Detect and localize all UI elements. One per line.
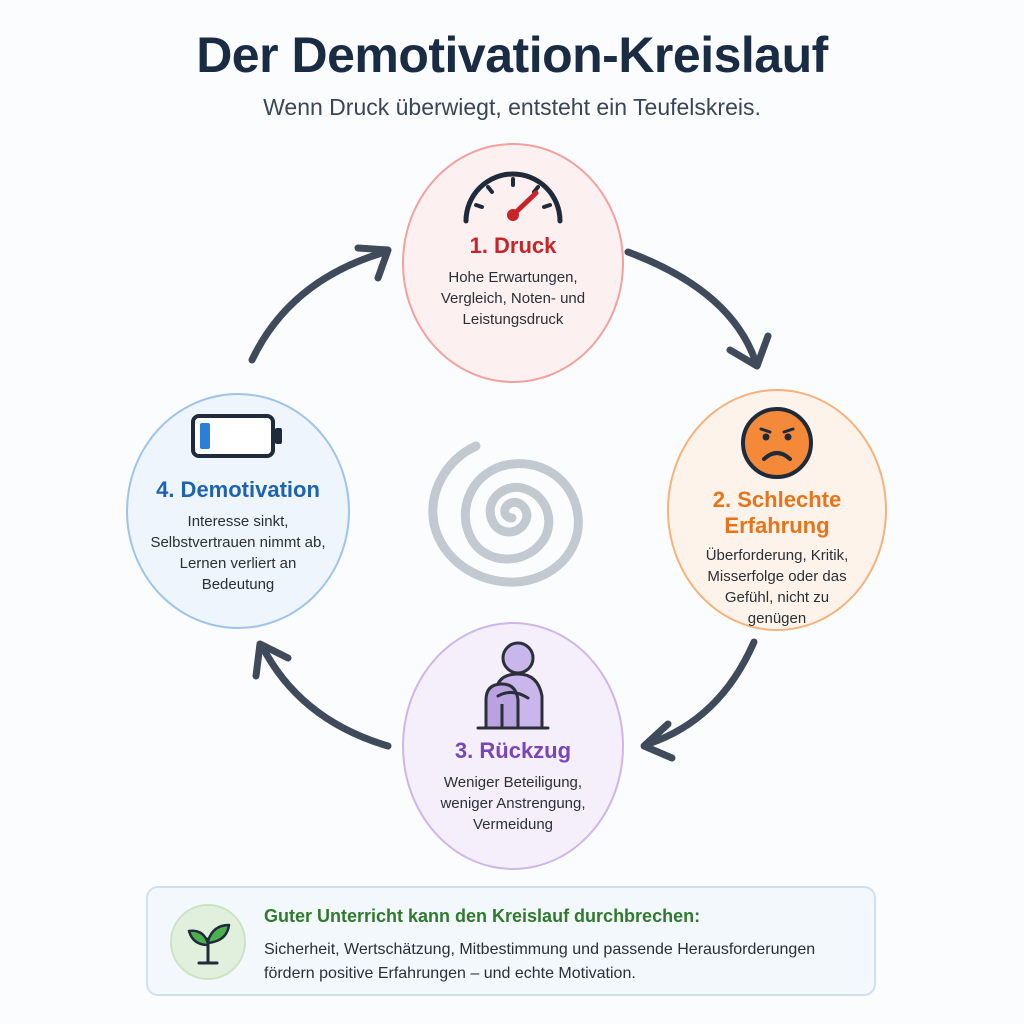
desc-line: Misserfolge oder das	[707, 568, 847, 585]
node-erfahrung-label: 2. Schlechte Erfahrung	[713, 487, 841, 539]
node-druck-label: 1. Druck	[469, 233, 557, 258]
desc-line: Vergleich, Noten- und	[440, 290, 586, 307]
node-demotivation-desc: Interesse sinkt, Selbstvertrauen nimmt a…	[150, 511, 325, 595]
node-druck: 1. Druck Hohe Erwartungen, Vergleich, No…	[402, 143, 624, 383]
arrow-erfahrung-to-rueckzug	[644, 638, 758, 748]
desc-line: Vermeidung	[472, 816, 554, 833]
spiral-icon	[428, 441, 583, 587]
arrowhead-2	[640, 720, 676, 762]
desc-line: genügen	[747, 610, 807, 627]
desc-line: Leistungsdruck	[462, 311, 564, 328]
label-line: Erfahrung	[724, 513, 830, 538]
footer-text-line: fördern positive Erfahrungen – und echte…	[264, 965, 636, 982]
footer-title: Guter Unterricht kann den Kreislauf durc…	[264, 906, 701, 926]
page-title: Der Demotivation-Kreislauf	[196, 27, 828, 83]
gauge-icon	[463, 171, 563, 224]
node-demotivation: 4. Demotivation Interesse sinkt, Selbstv…	[126, 393, 350, 629]
desc-line: Lernen verliert an	[179, 555, 297, 572]
desc-line: weniger Anstrengung,	[440, 795, 586, 812]
arrowhead-4	[354, 244, 392, 282]
footer-box: Guter Unterricht kann den Kreislauf durc…	[146, 886, 876, 996]
footer-text-line: Sicherheit, Wertschätzung, Mitbestimmung…	[264, 941, 816, 958]
node-schlechte-erfahrung: 2. Schlechte Erfahrung Überforderung, Kr…	[667, 389, 887, 631]
desc-line: Selbstvertrauen nimmt ab,	[150, 534, 326, 551]
node-rueckzug-desc: Weniger Beteiligung, weniger Anstrengung…	[440, 772, 585, 835]
desc-line: Weniger Beteiligung,	[443, 774, 583, 791]
plant-icon	[187, 923, 231, 965]
arrow-rueckzug-to-demotivation	[258, 642, 392, 750]
node-druck-desc: Hohe Erwartungen, Vergleich, Noten- und …	[441, 267, 585, 330]
arrowhead-1	[726, 332, 772, 370]
label-line: 2. Schlechte	[712, 487, 842, 512]
arrow-demotivation-to-druck	[248, 248, 389, 364]
desc-line: Hohe Erwartungen,	[448, 269, 578, 286]
low-battery-icon	[191, 414, 282, 458]
page-subtitle: Wenn Druck überwiegt, entsteht ein Teufe…	[263, 94, 761, 120]
node-rueckzug: 3. Rückzug Weniger Beteiligung, weniger …	[402, 622, 624, 870]
desc-line: Bedeutung	[201, 576, 275, 593]
sad-face-icon	[741, 407, 813, 479]
node-erfahrung-desc: Überforderung, Kritik, Misserfolge oder …	[706, 545, 849, 629]
arrowhead-3	[252, 640, 292, 680]
withdrawn-person-icon	[476, 641, 550, 730]
desc-line: Gefühl, nicht zu	[724, 589, 830, 606]
footer-text: Sicherheit, Wertschätzung, Mitbestimmung…	[264, 938, 864, 986]
desc-line: Interesse sinkt,	[187, 513, 289, 530]
plant-icon-wrapper	[170, 904, 246, 980]
node-rueckzug-label: 3. Rückzug	[454, 738, 572, 763]
desc-line: Überforderung, Kritik,	[705, 547, 849, 564]
arrow-druck-to-erfahrung	[624, 248, 759, 364]
node-demotivation-label: 4. Demotivation	[156, 477, 320, 502]
